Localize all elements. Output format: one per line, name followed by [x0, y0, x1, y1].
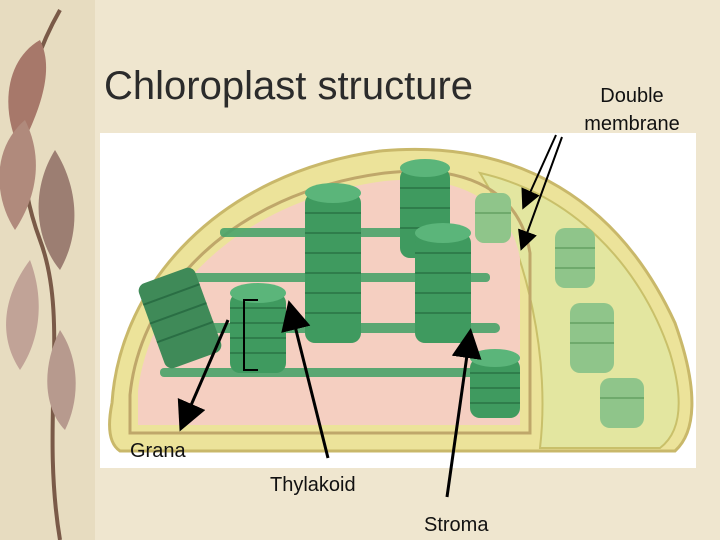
granum-4	[415, 223, 471, 343]
granum-1	[230, 283, 286, 373]
chloroplast-diagram	[100, 133, 696, 468]
label-stroma: Stroma	[424, 514, 489, 536]
cut-face-grana	[475, 193, 644, 428]
slide-title: Chloroplast structure	[104, 64, 474, 108]
cut-face-grana-lines	[475, 212, 644, 399]
label-double-membrane-line1: Double	[600, 85, 664, 107]
label-grana: Grana	[130, 440, 186, 462]
granum-5	[470, 349, 520, 418]
label-thylakoid: Thylakoid	[270, 474, 356, 496]
label-double-membrane: Double membrane	[574, 82, 690, 138]
granum-2	[305, 183, 361, 343]
label-double-membrane-line2: membrane	[584, 113, 680, 135]
